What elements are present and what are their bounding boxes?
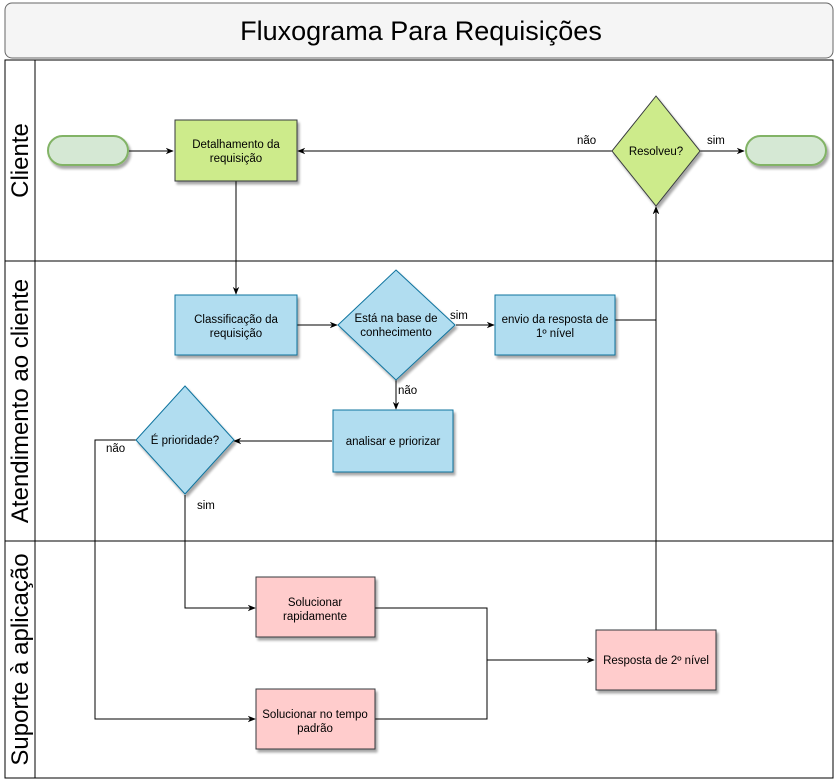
node-detalhamento[interactable]: Detalhamento da requisição [174, 119, 298, 182]
edge-prioridade-nao [94, 439, 256, 723]
lane-label-suporte: Suporte à aplicação [7, 553, 34, 765]
node-resolveu-decision[interactable]: Resolveu? [611, 95, 701, 207]
node-base-line1: Está na base de [354, 313, 437, 325]
node-detalhamento-line1: Detalhamento da [192, 139, 280, 151]
node-envio-line1: envio da resposta de [502, 314, 609, 326]
end-terminal[interactable] [745, 135, 827, 166]
start-terminal[interactable] [47, 135, 129, 166]
node-rapido-line2: rapidamente [283, 611, 347, 623]
node-envio-line2: 1º nível [536, 328, 574, 340]
node-analisar[interactable]: analisar e priorizar [332, 409, 454, 473]
node-padrao-line2: padrão [297, 723, 333, 735]
node-base-line2: conhecimento [360, 327, 432, 339]
edge-label-nao-prioridade: não [106, 443, 125, 455]
edge-label-sim-base: sim [450, 310, 468, 322]
node-envio-resposta[interactable]: envio da resposta de 1º nível [494, 294, 616, 356]
lane-cliente [4, 59, 834, 262]
node-rapido-line1: Solucionar [288, 597, 343, 609]
diagram-title: Fluxograma Para Requisições [240, 16, 602, 46]
edge-label-sim-resolveu: sim [707, 135, 725, 147]
edge-label-nao-resolveu: não [577, 135, 596, 147]
lane-suporte-header [4, 540, 36, 779]
lane-label-cliente: Cliente [7, 123, 34, 198]
node-padrao-line1: Solucionar no tempo [262, 709, 367, 721]
edge-prioridade-sim [184, 495, 256, 612]
node-prioridade-label: É prioridade? [151, 434, 219, 447]
connectors [94, 147, 745, 723]
node-analisar-label: analisar e priorizar [346, 436, 441, 448]
edge-rapido-merge [375, 607, 488, 660]
edge-label-nao-base: não [398, 385, 417, 397]
node-detalhamento-line2: requisição [210, 153, 262, 165]
node-classificacao[interactable]: Classificação da requisição [174, 294, 298, 356]
edge-labels: não sim sim não não sim [106, 135, 725, 512]
title-box: Fluxograma Para Requisições [4, 2, 834, 59]
node-solucionar-rapido[interactable]: Solucionar rapidamente [255, 576, 376, 638]
node-classificacao-line2: requisição [210, 328, 262, 340]
lane-label-atendimento: Atendimento ao cliente [7, 279, 34, 523]
lane-cliente-header [4, 59, 36, 262]
node-solucionar-padrao[interactable]: Solucionar no tempo padrão [255, 688, 376, 750]
node-prioridade-decision[interactable]: É prioridade? [135, 385, 235, 495]
edge-label-sim-prioridade: sim [197, 500, 215, 512]
edge-merge-to-resposta2 [375, 656, 595, 720]
node-resposta2-label: Resposta de 2º nível [603, 655, 709, 667]
node-resposta-2[interactable]: Resposta de 2º nível [595, 629, 717, 691]
node-base-conhecimento-decision[interactable]: Está na base de conhecimento [337, 269, 456, 381]
node-resolveu-label: Resolveu? [629, 146, 683, 158]
lane-atendimento-header [4, 260, 36, 542]
node-classificacao-line1: Classificação da [194, 314, 278, 326]
